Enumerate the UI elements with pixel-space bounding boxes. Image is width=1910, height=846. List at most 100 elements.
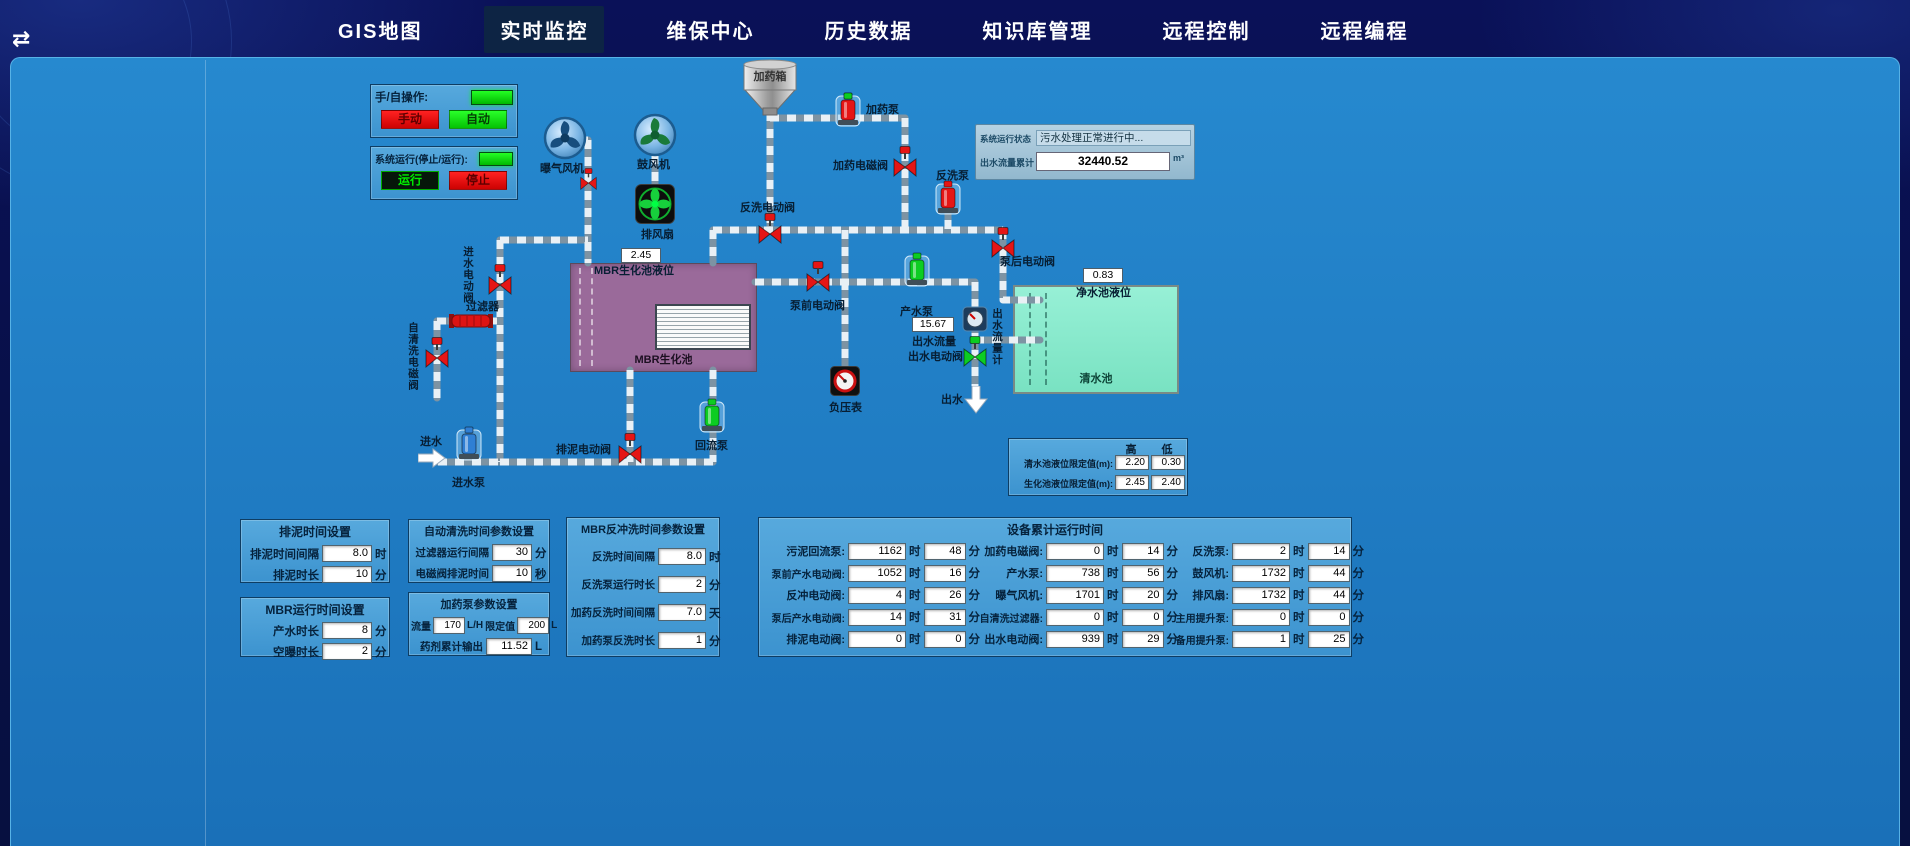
runtime-hours-input[interactable]: 1052 — [848, 564, 906, 582]
manual-auto-panel: 手/自操作: 手动 自动 — [370, 84, 518, 138]
mbr-tank-label: MBR生化池 — [634, 354, 693, 366]
runtime-mins-input[interactable]: 16 — [923, 564, 966, 582]
setting-input[interactable]: 10 — [492, 565, 532, 582]
setting-input[interactable]: 30 — [492, 544, 532, 561]
runtime-hours-input[interactable]: 1162 — [848, 542, 906, 560]
tab-maintenance-center[interactable]: 维保中心 — [666, 21, 755, 43]
blower-fan-icon[interactable] — [633, 113, 677, 157]
runtime-mins-input[interactable]: 26 — [923, 586, 966, 604]
backwash-valve-icon[interactable] — [758, 213, 782, 245]
runtime-hours-input[interactable]: 0 — [1046, 608, 1104, 626]
setting-input[interactable]: 2 — [658, 576, 706, 593]
runtime-hours-input[interactable]: 4 — [848, 586, 906, 604]
clear-water-level-label: 净水池液位 — [1076, 287, 1131, 299]
runtime-mins-input[interactable]: 56 — [1121, 564, 1164, 582]
sludge-valve-icon[interactable] — [618, 433, 642, 465]
outlet-flowmeter-icon[interactable] — [962, 306, 988, 332]
tab-gis-map[interactable]: GIS地图 — [338, 21, 423, 43]
exhaust-fan-icon[interactable] — [635, 184, 675, 224]
runtime-mins-input[interactable]: 0 — [1121, 608, 1164, 626]
setting-input[interactable]: 8 — [322, 622, 372, 639]
collapse-sidebar-icon[interactable]: ⇄ — [12, 26, 31, 51]
setting-input[interactable]: 7.0 — [658, 604, 706, 621]
inlet-arrow-icon — [417, 448, 446, 468]
runtime-hours-input[interactable]: 939 — [1046, 630, 1104, 648]
runtime-mins-input[interactable]: 31 — [923, 608, 966, 626]
stop-button[interactable]: 停止 — [449, 171, 507, 190]
return-pump-icon[interactable] — [699, 398, 725, 434]
runtime-hours-input[interactable]: 1 — [1232, 630, 1290, 648]
setting-unit: 秒 — [535, 568, 547, 581]
system-run-panel: 系统运行(停止/运行): 运行 停止 — [370, 146, 518, 200]
dosing-tank-icon[interactable] — [739, 58, 801, 118]
setting-input[interactable]: 200 — [517, 617, 550, 634]
tab-remote-programming[interactable]: 远程编程 — [1320, 21, 1409, 43]
self-clean-valve-icon[interactable] — [425, 337, 449, 369]
runtime-hours-input[interactable]: 1732 — [1232, 564, 1290, 582]
vacuum-gauge-icon[interactable] — [829, 365, 861, 397]
inlet-pump-icon[interactable] — [456, 426, 482, 462]
dosing-pump-icon[interactable] — [835, 92, 861, 128]
runtime-mins-input[interactable]: 0 — [923, 630, 966, 648]
manual-auto-label: 手/自操作: — [375, 92, 429, 104]
setting-label: 限定值 — [485, 622, 516, 633]
filter-icon[interactable] — [448, 311, 494, 331]
pre-pump-valve-icon[interactable] — [806, 261, 830, 293]
setting-input[interactable]: 10 — [322, 566, 372, 583]
manual-button[interactable]: 手动 — [381, 110, 439, 129]
limits-high-header: 高 — [1125, 444, 1137, 456]
runtime-hours-input[interactable]: 2 — [1232, 542, 1290, 560]
setting-input[interactable]: 11.52 — [486, 638, 532, 655]
setting-input[interactable]: 1 — [658, 632, 706, 649]
aeration-fan-icon[interactable] — [543, 116, 587, 160]
runtime-mins-input[interactable]: 44 — [1307, 586, 1350, 604]
tab-history-data[interactable]: 历史数据 — [824, 21, 913, 43]
mbr-level-label: MBR生化池液位 — [594, 265, 675, 277]
product-water-pump-icon[interactable] — [904, 252, 930, 288]
sludge-time-title: 排泥时间设置 — [278, 525, 351, 539]
sludge-valve-label: 排泥电动阀 — [556, 444, 611, 456]
runtime-hours-input[interactable]: 738 — [1046, 564, 1104, 582]
inlet-valve-icon[interactable] — [488, 264, 512, 296]
runtime-mins-input[interactable]: 48 — [923, 542, 966, 560]
runtime-hours-input[interactable]: 0 — [848, 630, 906, 648]
clear-tank-limit-high[interactable]: 2.20 — [1115, 455, 1149, 470]
run-button[interactable]: 运行 — [381, 171, 439, 190]
runtime-hours-input[interactable]: 14 — [848, 608, 906, 626]
runtime-mins-input[interactable]: 0 — [1307, 608, 1350, 626]
runtime-mins-input[interactable]: 44 — [1307, 564, 1350, 582]
setting-unit: 分 — [535, 547, 547, 560]
bio-tank-limit-high[interactable]: 2.45 — [1115, 475, 1149, 490]
tab-realtime-monitor[interactable]: 实时监控 — [484, 6, 605, 53]
dosing-solenoid-valve-icon[interactable] — [893, 146, 917, 178]
setting-input[interactable]: 8.0 — [322, 545, 372, 562]
runtime-hours-input[interactable]: 0 — [1046, 542, 1104, 560]
setting-input[interactable]: 8.0 — [658, 548, 706, 565]
tab-knowledge-base[interactable]: 知识库管理 — [982, 21, 1093, 43]
clear-tank-limit-label: 清水池液位限定值(m): — [1024, 459, 1113, 469]
backwash-pump-icon[interactable] — [935, 180, 961, 216]
runtime-mins-input[interactable]: 14 — [1307, 542, 1350, 560]
clear-tank-limit-low[interactable]: 0.30 — [1151, 455, 1185, 470]
setting-unit: L — [535, 640, 543, 653]
bio-tank-limit-low[interactable]: 2.40 — [1151, 475, 1185, 490]
runtime-hours-input[interactable]: 1732 — [1232, 586, 1290, 604]
setting-input[interactable]: 170 — [433, 617, 465, 634]
setting-input[interactable]: 2 — [322, 643, 372, 660]
runtime-mins-input[interactable]: 25 — [1307, 630, 1350, 648]
mbr-level-value: 2.45 — [621, 248, 661, 263]
runtime-mins-input[interactable]: 20 — [1121, 586, 1164, 604]
auto-button[interactable]: 自动 — [449, 110, 507, 129]
runtime-mins-input[interactable]: 29 — [1121, 630, 1164, 648]
outlet-valve-icon[interactable] — [963, 336, 987, 368]
tab-remote-control[interactable]: 远程控制 — [1162, 21, 1251, 43]
runtime-hours-input[interactable]: 0 — [1232, 608, 1290, 626]
runtime-mins-input[interactable]: 14 — [1121, 542, 1164, 560]
runtime-hours-input[interactable]: 1701 — [1046, 586, 1104, 604]
